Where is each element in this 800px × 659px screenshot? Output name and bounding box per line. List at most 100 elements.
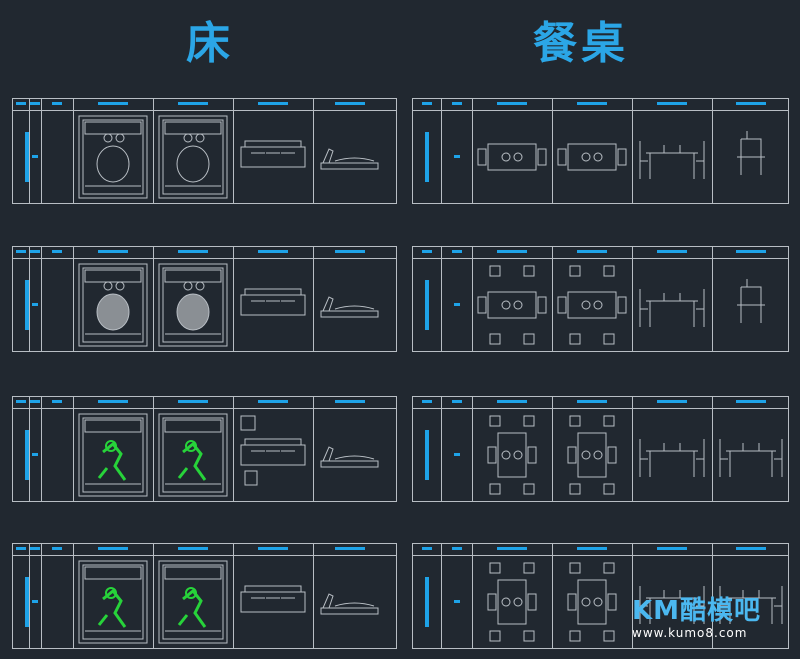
column-divider [233,99,234,203]
dining-table-sheet [412,98,789,204]
column-header-marker [16,400,26,403]
column-divider [29,247,30,351]
dining-table-plan-icon [554,557,630,647]
column-header-marker [258,102,288,105]
column-divider [233,247,234,351]
column-header-marker [98,400,128,403]
column-divider [153,247,154,351]
dining-table-elevation-icon [714,410,788,500]
column-header-marker [52,547,62,550]
column-divider [472,397,473,501]
column-divider [712,247,713,351]
row-label-marker [25,280,29,330]
column-header-marker [178,400,208,403]
column-divider [313,247,314,351]
bed-elevation-icon [235,410,311,500]
row-label-marker [425,132,429,182]
dining-table-plan-icon [554,260,630,350]
column-divider [472,247,473,351]
column-header-marker [577,547,607,550]
bed-side-icon [315,410,384,500]
column-header-marker [577,102,607,105]
bed-side-icon [315,557,384,647]
column-divider [552,544,553,648]
watermark-brand: KM酷模吧 [632,596,762,626]
column-divider [153,99,154,203]
bed-sheet [12,396,397,502]
column-header-marker [657,250,687,253]
column-divider [441,544,442,648]
column-divider [472,544,473,648]
column-header-marker [52,400,62,403]
row-label-marker [425,430,429,480]
column-divider [233,397,234,501]
column-header-marker [422,250,432,253]
sheet-header-row [413,397,788,409]
column-header-marker [497,547,527,550]
column-header-marker [497,250,527,253]
column-divider [552,247,553,351]
column-header-marker [16,102,26,105]
column-divider [29,544,30,648]
column-header-marker [736,250,766,253]
column-divider [632,397,633,501]
column-header-marker [497,102,527,105]
column-divider [29,397,30,501]
bed-plan-icon [75,260,151,350]
column-header-marker [178,102,208,105]
column-header-marker [657,547,687,550]
column-divider [712,397,713,501]
dining-table-plan-icon [474,410,550,500]
column-header-marker [16,547,26,550]
dining-table-plan-icon [554,112,630,202]
sheet-header-row [13,544,396,556]
bed-sheet [12,246,397,352]
bed-plan-icon [155,410,231,500]
dining-table-sheet [412,246,789,352]
column-header-marker [98,102,128,105]
column-header-marker [258,250,288,253]
dining-table-elevation-icon [634,260,710,350]
column-header-marker [52,250,62,253]
column-header-marker [178,547,208,550]
column-divider [73,247,74,351]
watermark: KM酷模吧 www.kumo8.com [632,596,761,640]
column-header-marker [451,400,462,403]
dining-table-elevation-icon [634,112,710,202]
dining-chair-icon [714,260,788,350]
column-divider [41,397,42,501]
column-divider [233,544,234,648]
column-divider [41,544,42,648]
column-divider [712,544,713,648]
column-header-marker [657,102,687,105]
dining-table-sheet [412,543,789,649]
bed-elevation-icon [235,557,311,647]
dining-table-plan-icon [474,260,550,350]
row-id-marker [453,303,460,306]
column-divider [441,397,442,501]
bed-heading: 床 [186,18,234,69]
column-header-marker [258,400,288,403]
row-label-marker [425,577,429,627]
bed-elevation-icon [235,112,311,202]
dining-table-plan-icon [474,557,550,647]
bed-plan-icon [155,260,231,350]
column-header-marker [422,102,432,105]
bed-plan-icon [75,410,151,500]
column-header-marker [98,547,128,550]
bed-sheet [12,98,397,204]
column-divider [632,544,633,648]
column-header-marker [736,400,766,403]
column-header-marker [178,250,208,253]
column-header-marker [52,102,62,105]
dining-table-elevation-icon [634,557,710,647]
column-divider [41,247,42,351]
sheet-header-row [13,247,396,259]
column-divider [73,544,74,648]
column-divider [632,99,633,203]
column-divider [153,397,154,501]
bed-plan-icon [75,112,151,202]
watermark-url: www.kumo8.com [632,626,748,640]
column-header-marker [736,547,766,550]
row-label-marker [25,132,29,182]
